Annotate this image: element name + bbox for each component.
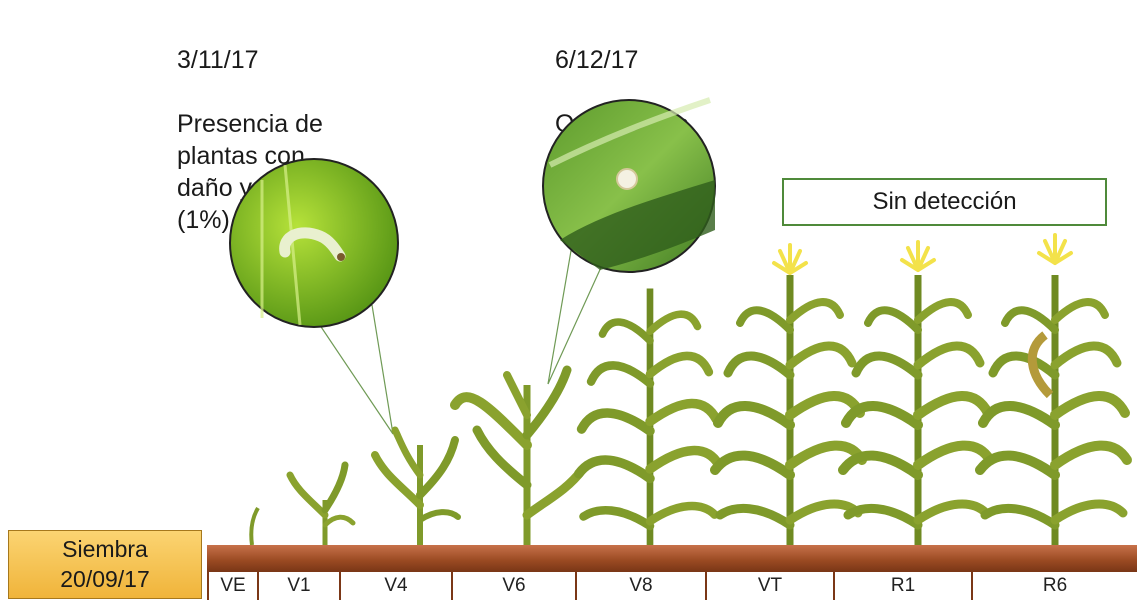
stage-label: V8 (575, 572, 705, 600)
plant-v1 (286, 461, 356, 545)
plant-v6 (450, 365, 587, 545)
stage-label: R6 (971, 572, 1137, 600)
stage-label: V4 (339, 572, 451, 600)
plant-ve (249, 506, 260, 546)
stage-label: V1 (257, 572, 339, 600)
plant-r6 (980, 233, 1127, 545)
annotation-date: 6/12/17 (555, 46, 639, 74)
stage-label: VE (207, 572, 257, 600)
no-detection-label: Sin detección (872, 188, 1017, 215)
eggs-magnified-circle (542, 97, 716, 273)
annotation-date: 3/11/17 (177, 46, 259, 74)
sowing-date-box: Siembra 20/09/17 (8, 530, 202, 599)
no-detection-box: Sin detección (782, 178, 1107, 226)
soil-strip (207, 545, 1137, 571)
stage-bar: VE V1 V4 V6 V8 VT R1 R6 (207, 571, 1137, 600)
plant-v4 (371, 426, 461, 545)
stage-label: R1 (833, 572, 971, 600)
sowing-date: 20/09/17 (60, 566, 150, 592)
sowing-label: Siembra (62, 536, 148, 562)
larva-magnified-circle (229, 158, 399, 328)
plant-vt (715, 243, 862, 545)
plant-r1 (843, 240, 990, 545)
stage-label: VT (705, 572, 833, 600)
stage-label: V6 (451, 572, 575, 600)
plant-v8 (579, 289, 719, 546)
